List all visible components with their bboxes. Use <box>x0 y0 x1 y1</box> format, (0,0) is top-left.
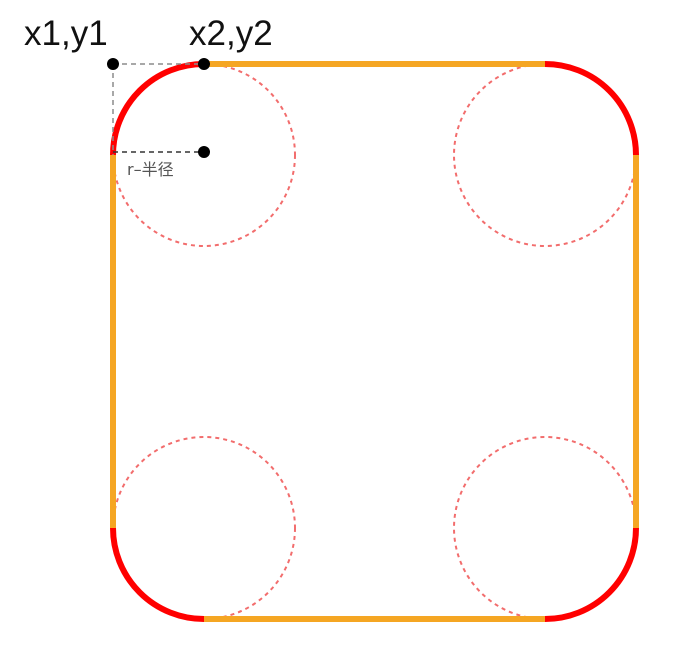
label-radius: r–半径 <box>127 160 174 179</box>
corner-arc-bottom-left <box>110 527 205 622</box>
point-x2-y2 <box>198 58 210 70</box>
label-x1-y1: x1,y1 <box>24 14 108 53</box>
corner-arc-top-right <box>544 61 639 156</box>
label-x2-y2: x2,y2 <box>189 14 273 53</box>
rectangle-corner-arcs <box>110 61 639 622</box>
corner-arc-bottom-right <box>544 527 639 622</box>
corner-arc-top-left <box>110 61 205 156</box>
rectangle-straight-edges <box>110 61 639 622</box>
point-circle-center <box>198 146 210 158</box>
reference-points <box>107 58 210 158</box>
guide-circle-top-left <box>112 63 296 247</box>
corner-guide-circles <box>112 63 637 620</box>
point-x1-y1 <box>107 58 119 70</box>
construction-lines <box>112 63 204 155</box>
guide-circle-bottom-left <box>112 436 296 620</box>
